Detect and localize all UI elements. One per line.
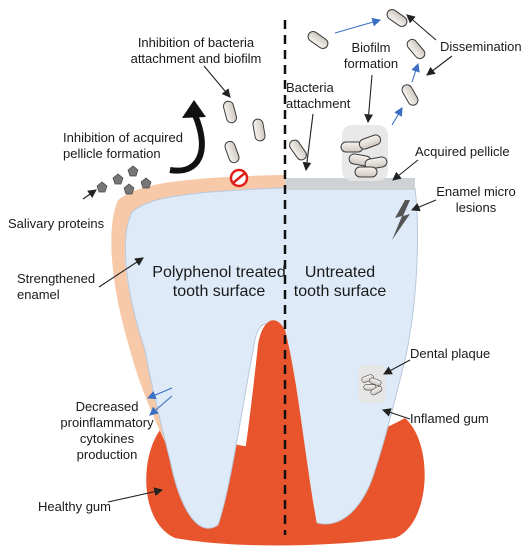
biofilm-cluster [340,125,389,181]
pentagon-protein-icon [96,165,152,195]
dental-plaque [358,365,386,403]
label-healthy-gum: Healthy gum [38,499,111,514]
lightning-crack-icon [392,200,410,240]
label-inflamed-gum: Inflamed gum [410,411,489,426]
curved-arrow [169,113,205,174]
cytokine-arrows [146,387,173,416]
label-dental-plaque: Dental plaque [410,346,490,361]
label-salivary-proteins: Salivary proteins [8,216,105,231]
acquired-pellicle [285,178,415,190]
pointer-arrows [82,14,453,503]
label-acquired-pellicle: Acquired pellicle [415,144,510,159]
label-dissemination: Dissemination [440,39,522,54]
no-entry-icon [229,168,249,188]
pulp [232,320,318,530]
bacteria-left [221,99,267,165]
dissemination-arrows [334,17,420,126]
